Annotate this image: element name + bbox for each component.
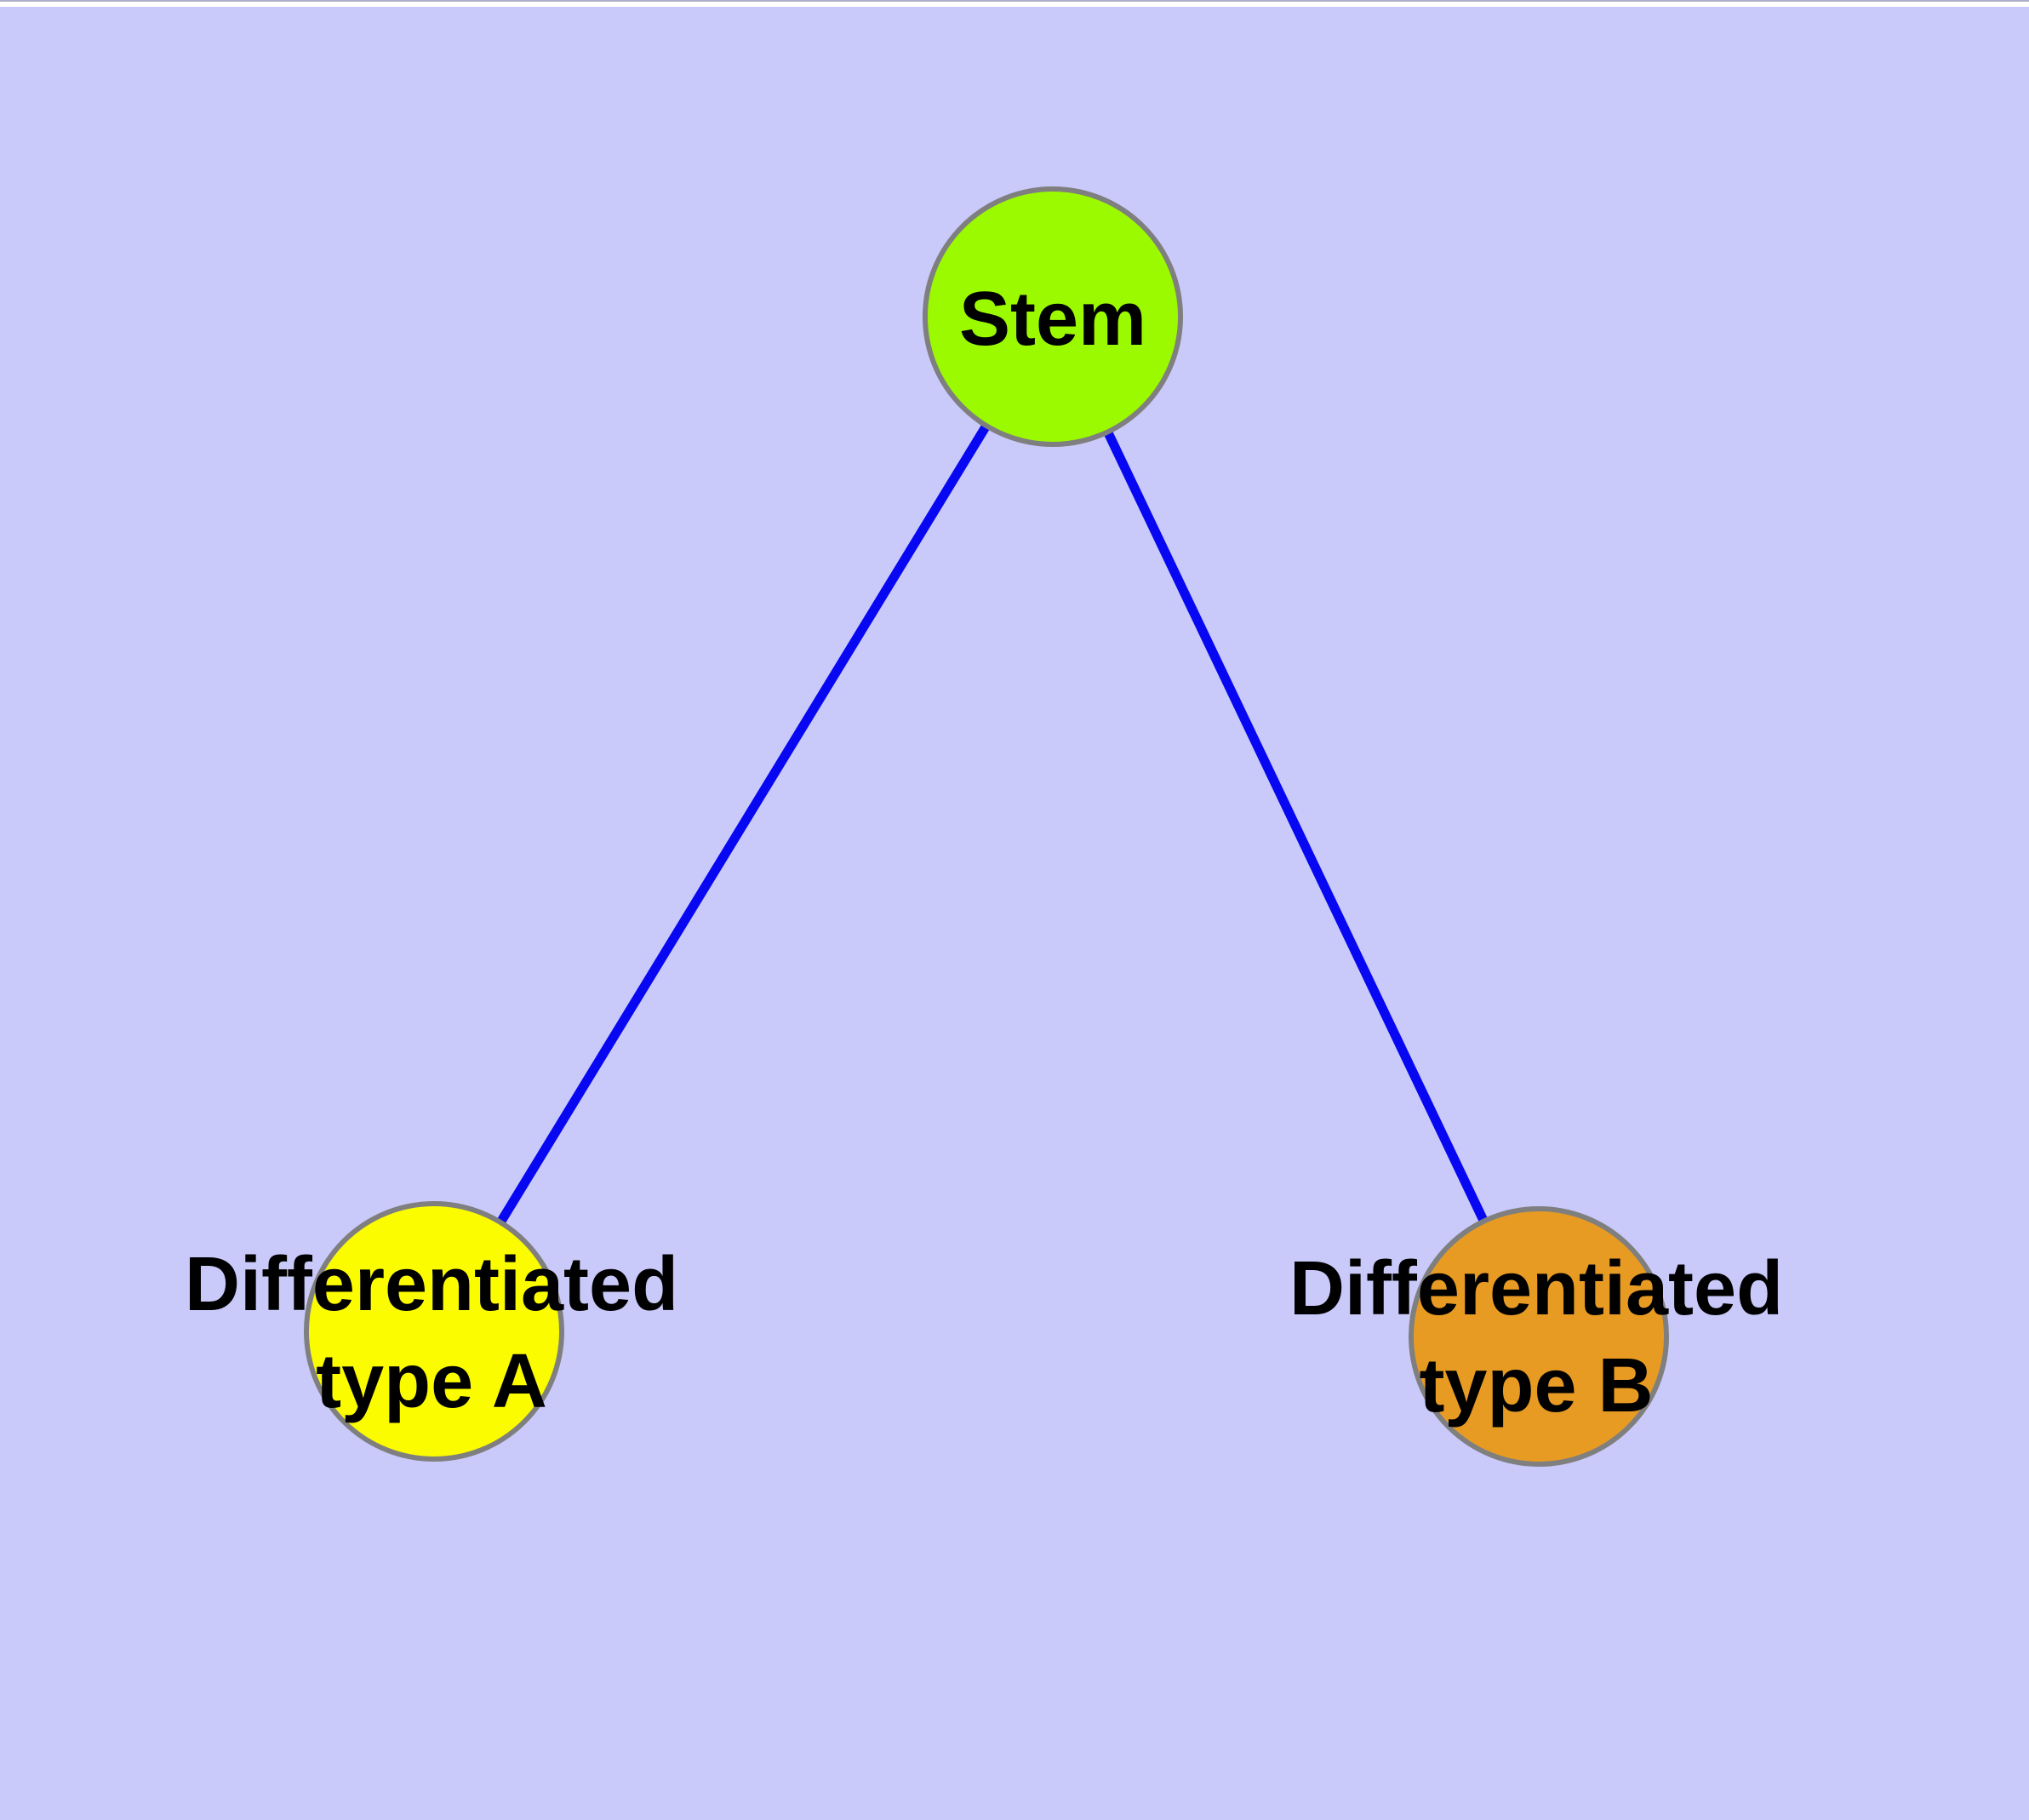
edge-stem-to-type-b	[1049, 314, 1543, 1339]
node-label-differentiated-type-a: Differentiated type A	[184, 1242, 679, 1424]
top-edge-strip	[0, 0, 2029, 7]
node-stem	[923, 186, 1183, 447]
node-label-differentiated-type-b: Differentiated type B	[1289, 1246, 1784, 1428]
node-label-stem: Stem	[958, 277, 1147, 362]
node-differentiated-type-a	[304, 1201, 564, 1462]
node-differentiated-type-b	[1409, 1206, 1669, 1467]
edge-stem-to-type-a	[430, 314, 1057, 1334]
